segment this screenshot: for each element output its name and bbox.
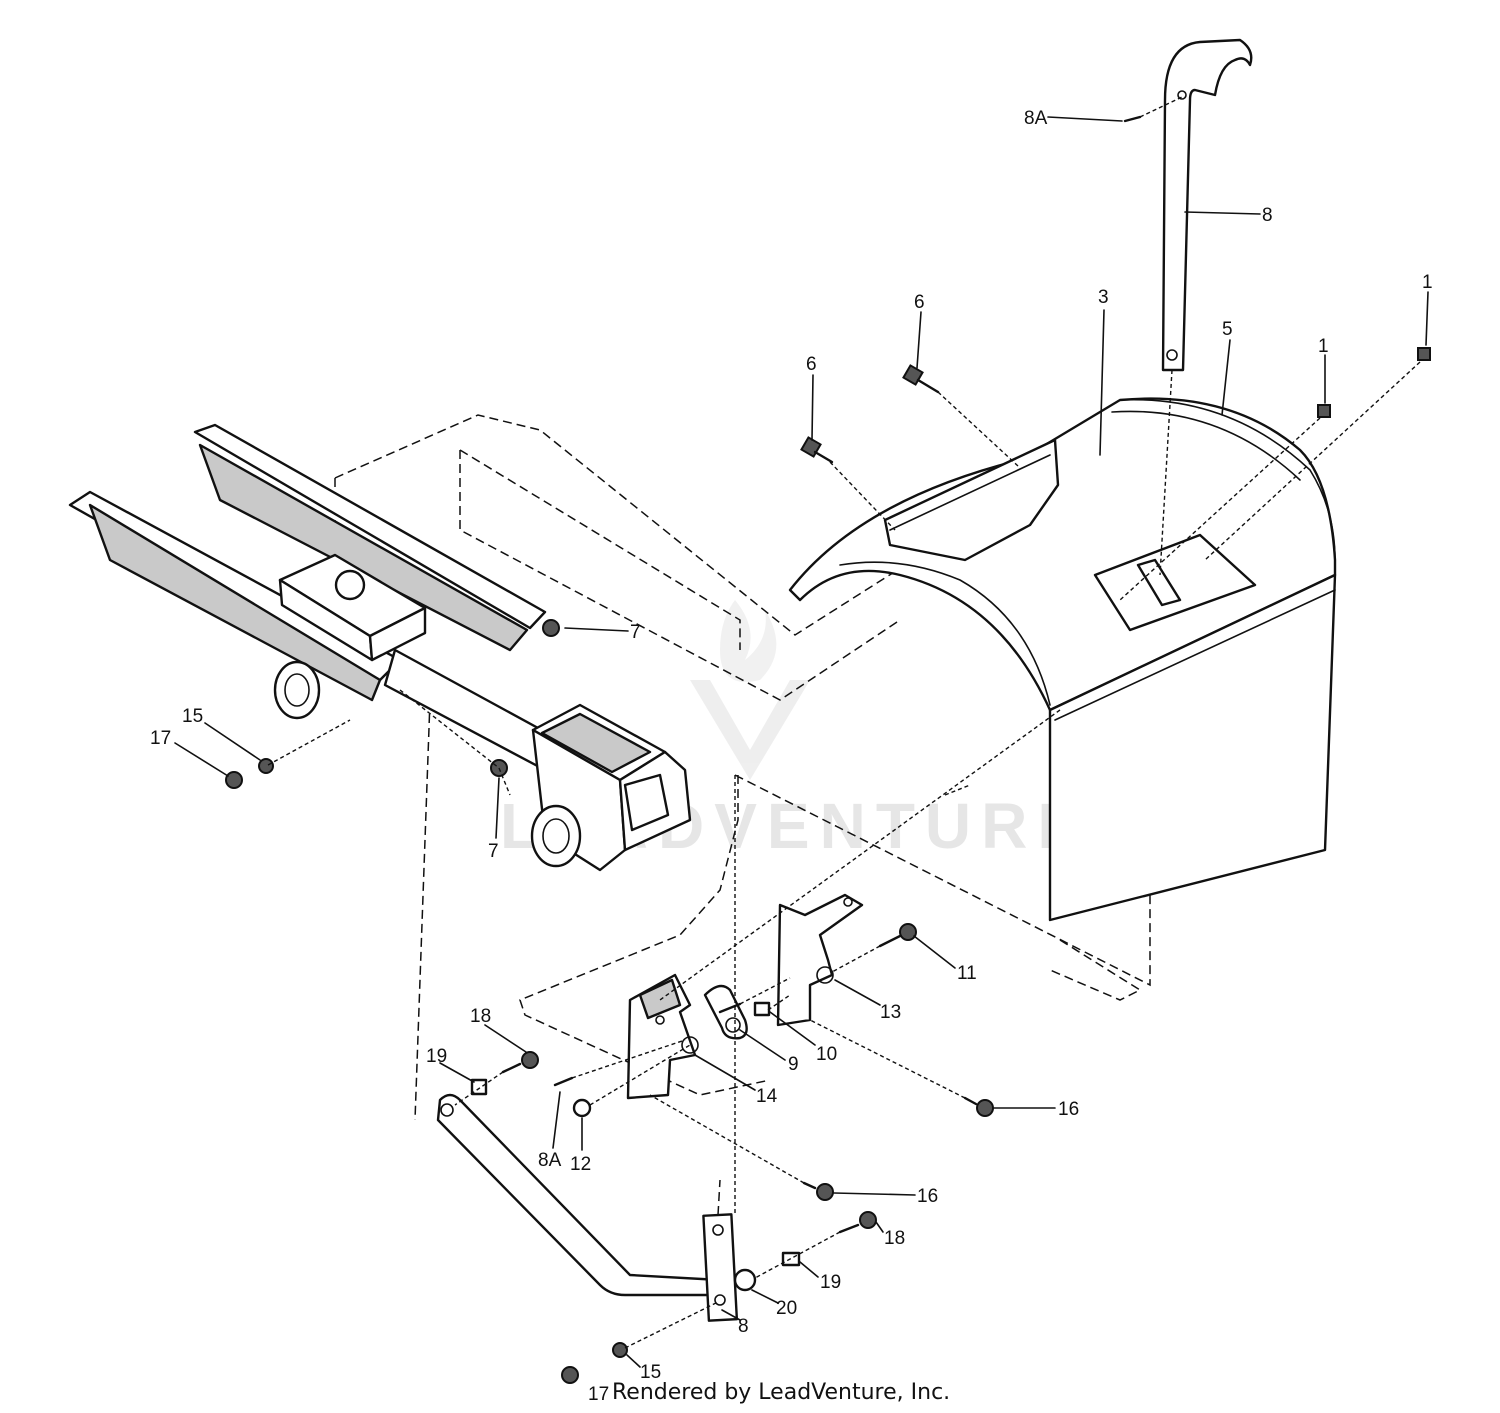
- bolt-1a: [1417, 347, 1431, 361]
- callout-18-a: 18: [470, 1006, 491, 1027]
- callout-labels: 8A 8 6 6 3 5 1 1 7 7 15 17 11 13 10 9 14…: [150, 108, 1433, 1405]
- bolt-18b: [838, 1211, 877, 1234]
- callout-19-b: 19: [820, 1272, 841, 1293]
- callout-6-b: 6: [914, 292, 925, 313]
- callout-18-b: 18: [884, 1228, 905, 1249]
- callout-3: 3: [1098, 287, 1109, 308]
- callout-8-rod: 8: [738, 1316, 749, 1337]
- tine-hood: [788, 397, 1337, 712]
- gearbox-upper: [273, 553, 562, 772]
- callout-7-b: 7: [488, 841, 499, 862]
- callout-1-a: 1: [1422, 272, 1433, 293]
- nut-17a: [225, 771, 243, 789]
- callout-17-a: 17: [150, 728, 171, 749]
- callout-12: 12: [570, 1154, 591, 1175]
- callout-16-a: 16: [1058, 1099, 1079, 1120]
- hood-hinge-plate: [883, 438, 1060, 562]
- watermark-logo: [690, 600, 810, 780]
- nut-17b: [561, 1366, 579, 1384]
- leader-lines: [174, 116, 1429, 1368]
- spring-bracket: [703, 984, 748, 1040]
- callout-5: 5: [1222, 319, 1233, 340]
- frame-outline-dashed-2: [334, 449, 741, 1121]
- depth-control-handle: [1161, 38, 1253, 372]
- pin-9: [718, 1002, 742, 1014]
- callout-19-a: 19: [426, 1046, 447, 1067]
- bracket-left: [626, 973, 699, 1100]
- callout-1-b: 1: [1318, 336, 1329, 357]
- pin-8a-top: [1123, 115, 1142, 123]
- washer-12: [572, 1098, 592, 1118]
- depth-rod: [436, 1093, 722, 1297]
- callout-13: 13: [880, 1002, 901, 1023]
- washer-15b: [612, 1342, 628, 1358]
- bolt-6a: [800, 436, 834, 464]
- gearbox-lower: [530, 703, 692, 872]
- footer-credit: Rendered by LeadVenture, Inc.: [612, 1380, 951, 1405]
- pin-8a-bottom: [553, 1076, 574, 1087]
- bolt-11: [878, 923, 917, 948]
- nut-7a: [542, 619, 560, 637]
- callout-20: 20: [776, 1298, 797, 1319]
- callout-9: 9: [788, 1054, 799, 1075]
- depth-bar-lower: [702, 1179, 739, 1322]
- callout-8a-top: 8A: [1024, 108, 1048, 129]
- callout-6-a: 6: [806, 354, 817, 375]
- callout-15-b: 15: [640, 1362, 661, 1383]
- bracket-right: [776, 893, 864, 1027]
- callout-7-a: 7: [630, 622, 641, 643]
- bushing-10: [753, 1001, 771, 1017]
- callout-17-b: 17: [588, 1384, 609, 1405]
- callout-10: 10: [816, 1044, 837, 1065]
- callout-15-a: 15: [182, 706, 203, 727]
- bolt-16a: [963, 1096, 994, 1117]
- assembly-lines: [267, 96, 1421, 1349]
- bolt-1b: [1317, 404, 1331, 418]
- hood-flap: [1048, 573, 1337, 922]
- bolt-16b: [802, 1181, 834, 1201]
- callout-11: 11: [957, 963, 977, 984]
- bolt-18a: [501, 1051, 539, 1074]
- washer-20: [733, 1268, 757, 1292]
- callout-16-b: 16: [917, 1186, 938, 1207]
- callout-14: 14: [756, 1086, 778, 1107]
- spacer-19a: [470, 1078, 488, 1096]
- nut-15a: [258, 758, 274, 774]
- callout-8a-bottom: 8A: [538, 1150, 562, 1171]
- callout-8-handle: 8: [1262, 205, 1273, 226]
- frame-rail-right: [193, 423, 547, 652]
- bolt-6b: [902, 364, 940, 394]
